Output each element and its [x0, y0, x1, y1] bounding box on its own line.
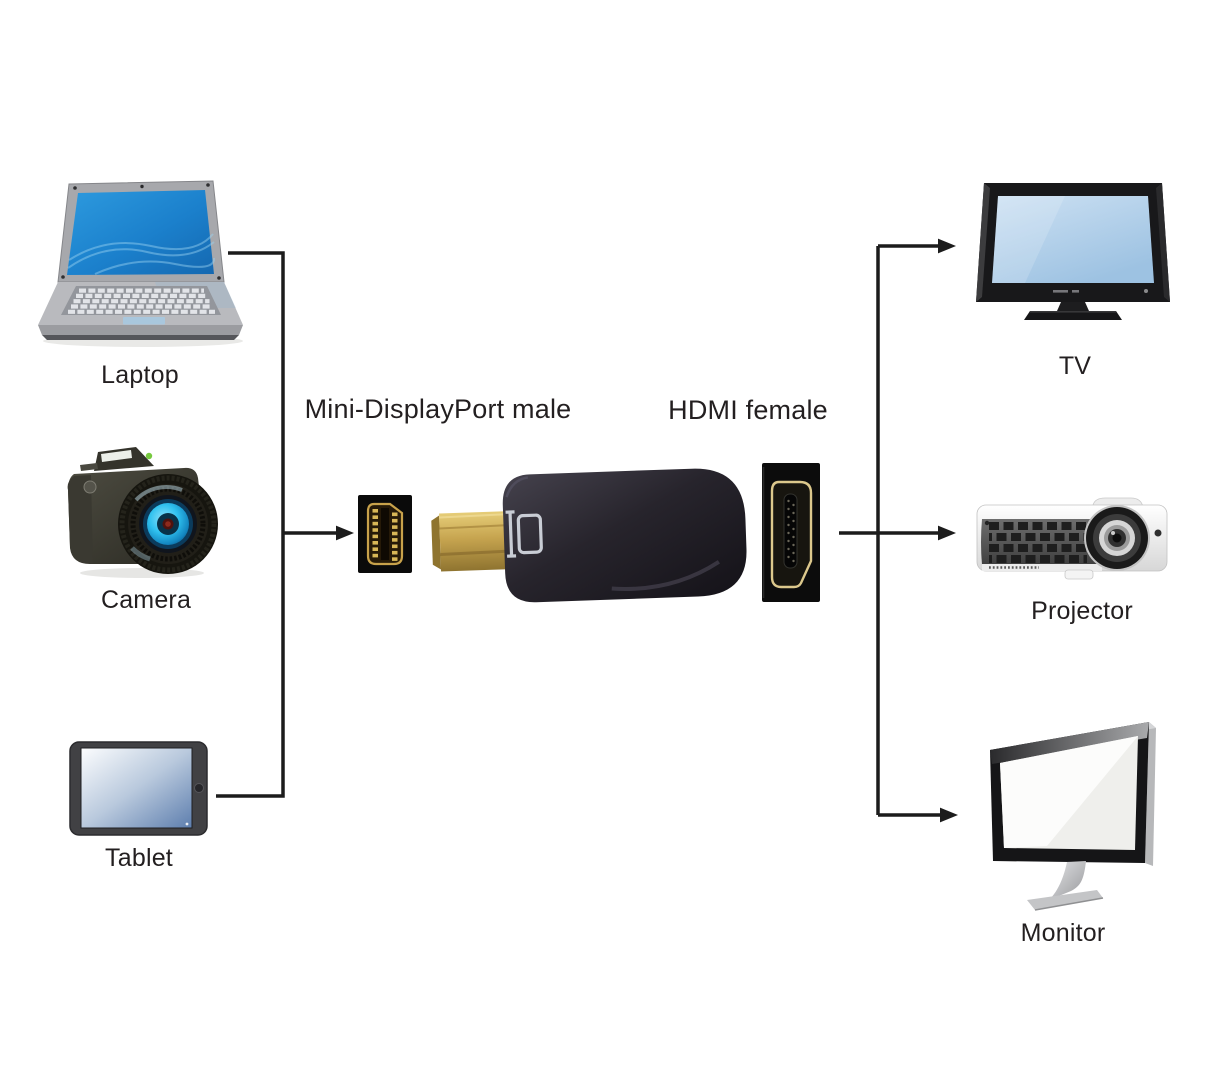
mini-displayport-connector-image — [358, 495, 412, 573]
camera-flash — [101, 450, 132, 462]
projector-lens — [1084, 505, 1150, 571]
projector-image — [975, 493, 1171, 583]
camera-lens — [118, 474, 218, 574]
laptop-webcam — [140, 184, 144, 189]
tv-image — [973, 181, 1173, 326]
tv-screen — [992, 196, 1154, 283]
adapter-image — [428, 460, 750, 610]
mini-displayport-label: Mini-DisplayPort male — [304, 394, 572, 424]
camera-image — [64, 442, 228, 580]
laptop-image — [35, 176, 251, 348]
tablet-screen — [80, 747, 193, 829]
monitor-stand — [1049, 861, 1086, 900]
adapter-plug-tip — [431, 515, 442, 570]
tablet-home-button — [194, 783, 204, 793]
camera-led — [145, 452, 153, 460]
tv-label: TV — [1058, 352, 1092, 380]
tablet-image — [69, 741, 209, 837]
camera-label: Camera — [100, 586, 192, 614]
laptop-label: Laptop — [101, 361, 179, 389]
projector-grille — [981, 519, 1100, 565]
tablet-label: Tablet — [105, 844, 173, 872]
tv-stand — [1057, 302, 1089, 311]
displayport-logo-icon — [505, 510, 543, 558]
laptop-touchpad — [123, 317, 165, 325]
projector-arrowhead-icon — [938, 525, 956, 541]
camera-arrowhead-icon — [336, 525, 354, 541]
adapter-housing — [502, 468, 747, 603]
monitor-arrowhead-icon — [940, 807, 958, 823]
projector-label: Projector — [1031, 597, 1133, 625]
hdmi-connector-image — [762, 463, 820, 602]
tv-arrowhead-icon — [938, 238, 956, 254]
monitor-base — [1027, 890, 1103, 910]
adapter-plug — [439, 511, 508, 572]
laptop-screen — [67, 190, 214, 275]
hdmi-label: HDMI female — [668, 395, 828, 425]
projector-foot — [1064, 569, 1094, 580]
monitor-label: Monitor — [1020, 919, 1106, 947]
monitor-image — [983, 714, 1163, 912]
